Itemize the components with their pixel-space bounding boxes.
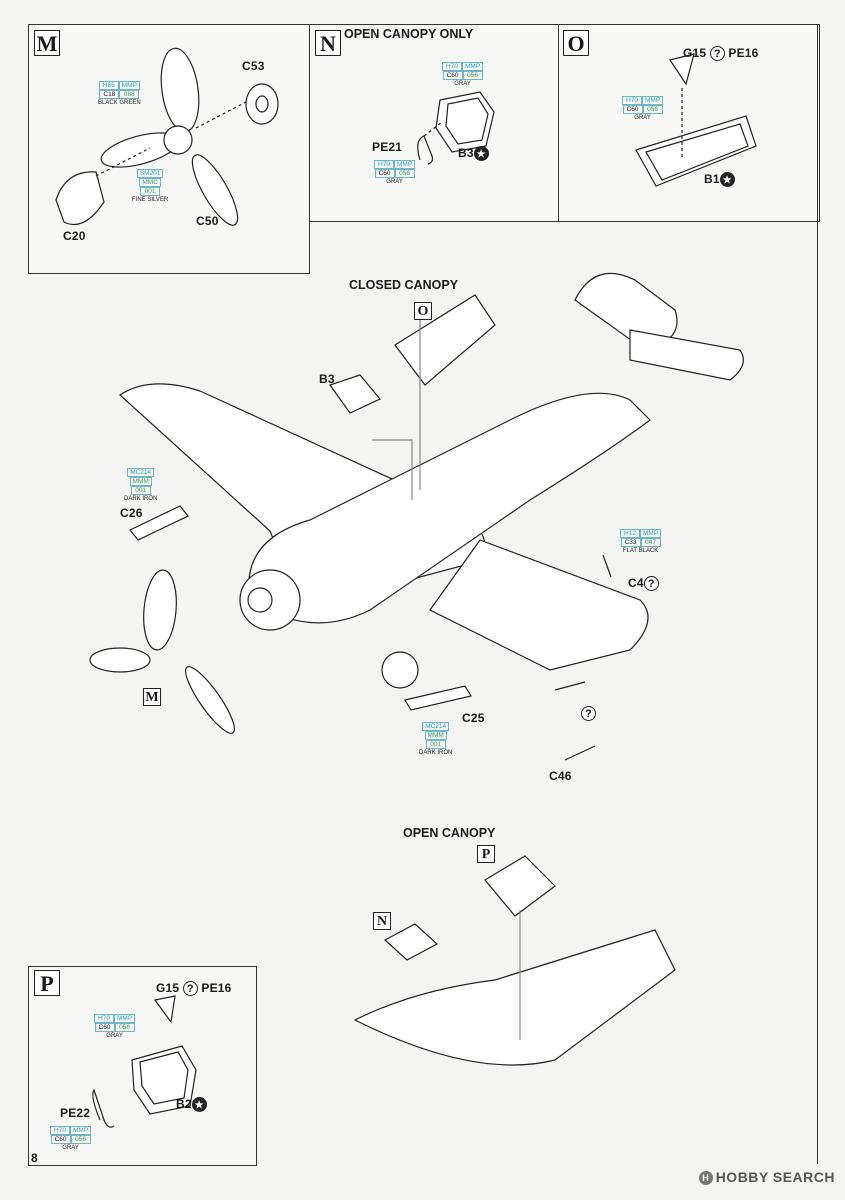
- part-pe16-text: PE16: [728, 46, 759, 60]
- optional-icon: ?: [709, 46, 725, 62]
- part-g15-text: G15: [156, 981, 180, 995]
- ref-step-m: M: [143, 688, 161, 706]
- star-icon: ★: [191, 1097, 207, 1113]
- aircraft-closed-canopy-drawing: [89, 272, 744, 761]
- step-p-label: P: [34, 970, 60, 996]
- open-canopy-title: OPEN CANOPY: [403, 826, 496, 840]
- part-b2-label: B2★: [176, 1097, 207, 1113]
- optional-icon: ?: [182, 981, 198, 997]
- part-b1-text: B1: [704, 172, 720, 186]
- step-o-label: O: [563, 30, 589, 56]
- step-n-title: OPEN CANOPY ONLY: [344, 27, 474, 41]
- closed-canopy-title: CLOSED CANOPY: [349, 278, 459, 292]
- part-b1-label: B1★: [704, 172, 735, 188]
- part-c26-label: C26: [120, 506, 143, 520]
- part-b3-n-label: B3★: [458, 146, 489, 162]
- part-pe22-label: PE22: [60, 1106, 91, 1120]
- propeller-m-drawing: [55, 47, 279, 226]
- part-c46-label: C46: [549, 769, 572, 783]
- part-c4-label: C4?: [628, 576, 659, 592]
- star-icon: ★: [719, 172, 735, 188]
- color-fine-silver: SM201 MMC 001 FINE SILVER: [132, 169, 169, 203]
- ref-step-p: P: [477, 845, 495, 863]
- canopy-n-drawing: [417, 91, 495, 165]
- part-pe16-text: PE16: [201, 981, 232, 995]
- color-dark-iron-c25: MC214 MMM 001 DARK IRON: [419, 722, 453, 756]
- part-b2-text: B2: [176, 1097, 192, 1111]
- part-c25-label: C25: [462, 711, 485, 725]
- step-n-panel: [309, 24, 559, 222]
- hobby-search-logo-icon: H: [698, 1171, 713, 1185]
- ref-step-n: N: [373, 912, 391, 930]
- watermark-text: HOBBY SEARCH: [715, 1169, 835, 1185]
- part-pe21-label: PE21: [372, 140, 403, 154]
- part-c4-text: C4: [628, 576, 644, 590]
- page-number: 8: [31, 1151, 38, 1165]
- part-c53-label: C53: [242, 59, 265, 73]
- step-n-label: N: [315, 30, 341, 56]
- part-c50-label: C50: [196, 214, 219, 228]
- part-g15-text: G15: [683, 46, 707, 60]
- optional-icon: ?: [581, 706, 596, 722]
- canopy-p-drawing: [92, 995, 197, 1128]
- optional-icon: ?: [643, 576, 659, 592]
- part-g15-pe16-o-label: G15 ? PE16: [683, 46, 759, 62]
- part-g15-pe16-p-label: G15 ? PE16: [156, 981, 232, 997]
- canopy-o-drawing: [635, 53, 757, 187]
- color-dark-iron-c26: MC214 MMM 001 DARK IRON: [124, 468, 158, 502]
- step-m-label: M: [34, 30, 60, 56]
- star-icon: ★: [473, 146, 489, 162]
- part-b3-text: B3: [458, 146, 474, 160]
- aircraft-open-canopy-drawing: [353, 855, 676, 1066]
- part-c20-label: C20: [63, 229, 86, 243]
- part-b3-main-label: B3: [319, 372, 335, 386]
- ref-step-o: O: [414, 302, 432, 320]
- optional-c46: ?: [581, 706, 596, 722]
